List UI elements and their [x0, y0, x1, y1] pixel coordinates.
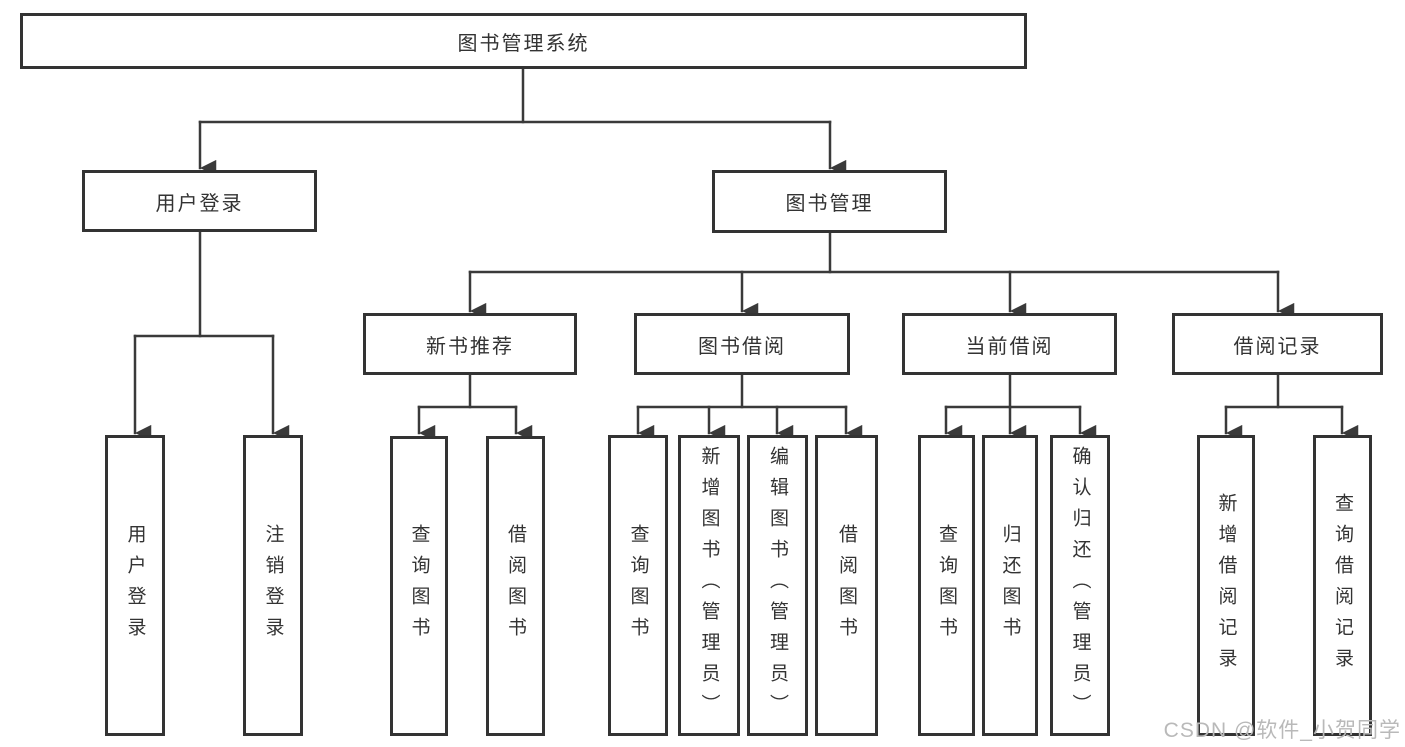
leaf-label: 借阅图书 — [836, 523, 857, 648]
leaf-label: 编辑图书（管理员） — [767, 446, 788, 725]
leaf-label: 新增图书（管理员） — [698, 446, 720, 725]
node-root-library-system: 图书管理系统 — [20, 13, 1027, 69]
node-borrow-records: 借阅记录 — [1172, 313, 1383, 375]
leaf-label: 借阅图书 — [505, 524, 526, 648]
csdn-watermark: CSDN @软件_小贺同学 — [1163, 719, 1401, 742]
leaf-label: 归还图书 — [999, 523, 1021, 648]
node-book-borrow: 图书借阅 — [634, 313, 850, 375]
node-label: 图书管理 — [785, 193, 874, 215]
node-label: 新书推荐 — [426, 335, 514, 358]
node-label: 借阅记录 — [1233, 335, 1322, 358]
leaf-borrow-book-recommend: 借阅图书 — [486, 436, 545, 736]
leaf-add-borrow-record: 新增借阅记录 — [1197, 435, 1255, 736]
leaf-query-book-borrow: 查询图书 — [608, 435, 668, 736]
leaf-add-book-admin: 新增图书（管理员） — [678, 435, 740, 736]
leaf-label: 用户登录 — [124, 523, 146, 648]
leaf-edit-book-admin: 编辑图书（管理员） — [747, 435, 808, 736]
leaf-query-book-current: 查询图书 — [918, 435, 975, 736]
leaf-label: 查询借阅记录 — [1332, 492, 1353, 679]
node-book-management: 图书管理 — [712, 170, 947, 233]
leaf-label: 查询图书 — [408, 524, 430, 648]
leaf-label: 查询图书 — [936, 523, 957, 648]
leaf-query-borrow-record: 查询借阅记录 — [1313, 435, 1372, 736]
leaf-user-login: 用户登录 — [105, 435, 165, 736]
leaf-label: 查询图书 — [627, 523, 649, 648]
node-user-login: 用户登录 — [82, 170, 317, 232]
leaf-confirm-return-admin: 确认归还（管理员） — [1050, 435, 1110, 736]
leaf-logout-login: 注销登录 — [243, 435, 303, 736]
node-new-book-recommend: 新书推荐 — [363, 313, 577, 375]
leaf-return-book: 归还图书 — [982, 435, 1038, 736]
node-label: 图书借阅 — [698, 335, 786, 358]
leaf-label: 新增借阅记录 — [1215, 492, 1237, 679]
leaf-borrow-book: 借阅图书 — [815, 435, 878, 736]
node-label: 当前借阅 — [965, 335, 1054, 358]
node-current-borrow: 当前借阅 — [902, 313, 1117, 375]
leaf-query-book-recommend: 查询图书 — [390, 436, 448, 736]
node-label: 用户登录 — [155, 192, 244, 215]
node-label: 图书管理系统 — [457, 32, 590, 55]
leaf-label: 注销登录 — [262, 523, 284, 648]
leaf-label: 确认归还（管理员） — [1069, 446, 1091, 725]
